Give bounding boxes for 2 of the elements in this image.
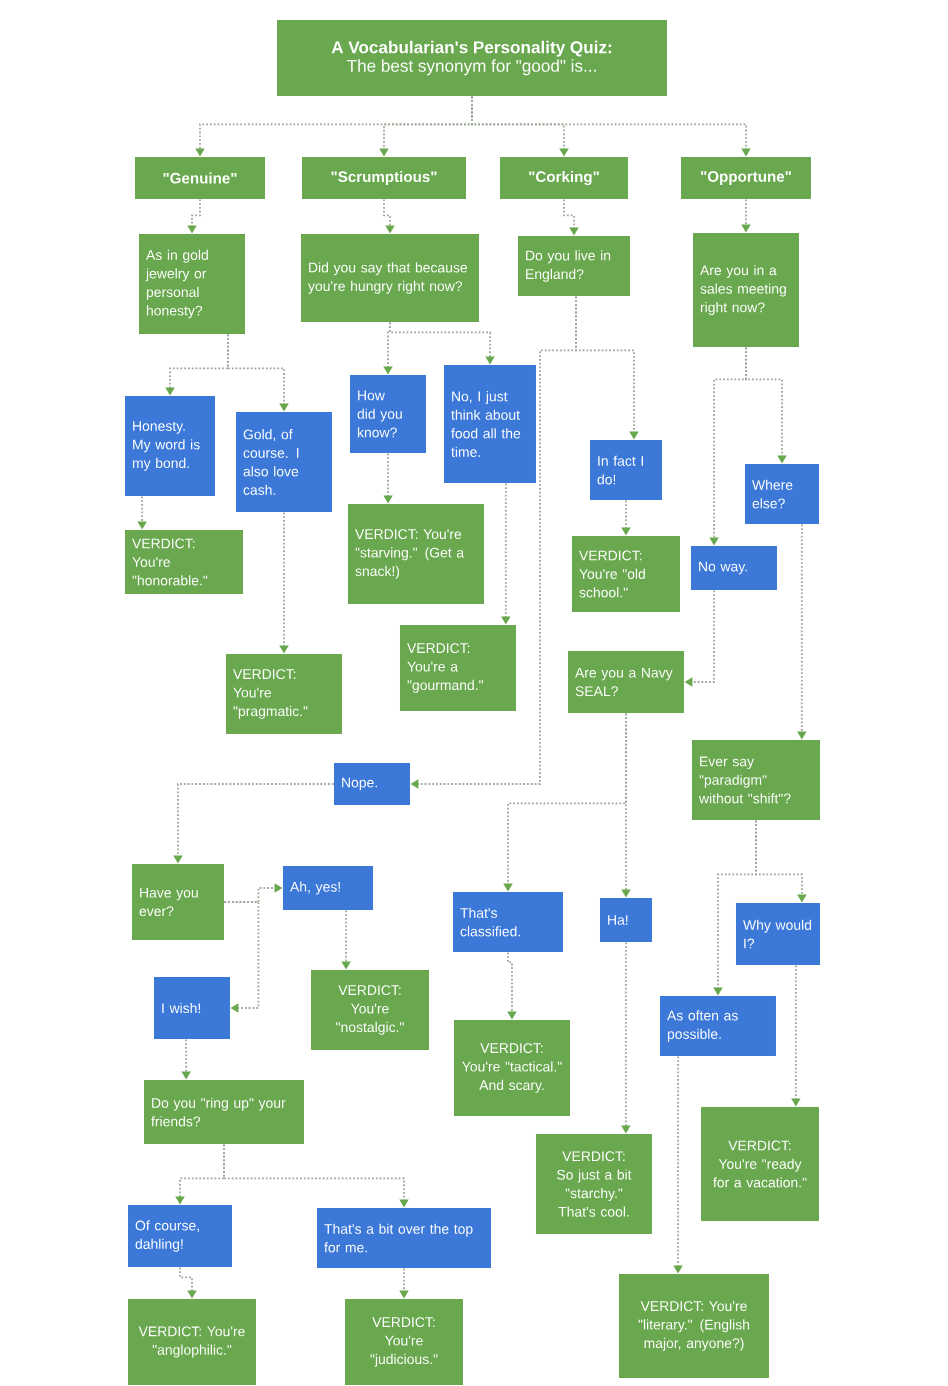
arrow [223, 901, 260, 1013]
title-box: A Vocabularian's Personality Quiz: The best synonym for "good" is... [277, 20, 667, 96]
